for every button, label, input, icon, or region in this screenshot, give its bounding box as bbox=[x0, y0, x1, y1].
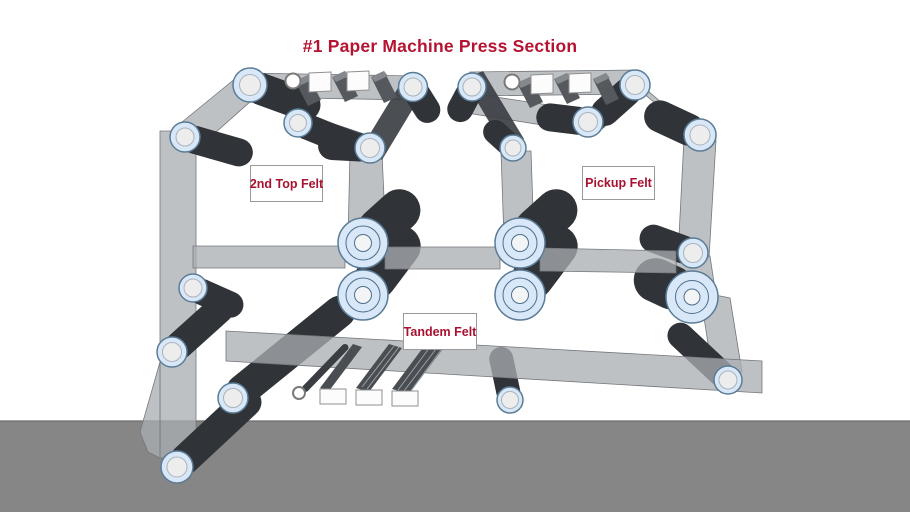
paper-web-run bbox=[539, 247, 677, 274]
shower-rod bbox=[301, 343, 349, 392]
label-tandem-felt: Tandem Felt bbox=[403, 313, 477, 350]
press-roll-top-left bbox=[337, 217, 389, 269]
roller-faces bbox=[156, 67, 743, 484]
press-roll-top-right bbox=[494, 217, 546, 269]
press-roll-bottom-right bbox=[494, 269, 546, 321]
paper-web-run bbox=[192, 245, 346, 269]
page-title: #1 Paper Machine Press Section bbox=[302, 36, 578, 56]
label-2nd-top-felt: 2nd Top Felt bbox=[250, 165, 323, 202]
shower-pipe bbox=[292, 386, 306, 400]
roller-bodies bbox=[165, 73, 735, 475]
floor bbox=[0, 420, 910, 512]
paper-web-run bbox=[384, 246, 501, 270]
label-pickup-felt: Pickup Felt bbox=[582, 166, 655, 200]
shower-pipe bbox=[503, 73, 521, 91]
suction-boxes-right bbox=[503, 72, 619, 108]
shower-pipe bbox=[284, 72, 302, 90]
tandem-suction-units bbox=[292, 343, 442, 407]
press-roll-faces bbox=[337, 217, 719, 324]
press-roll-bottom-left bbox=[337, 269, 389, 321]
felt-run bbox=[139, 361, 161, 459]
pickup-roll bbox=[665, 270, 719, 324]
suction-boxes-left bbox=[284, 70, 397, 106]
